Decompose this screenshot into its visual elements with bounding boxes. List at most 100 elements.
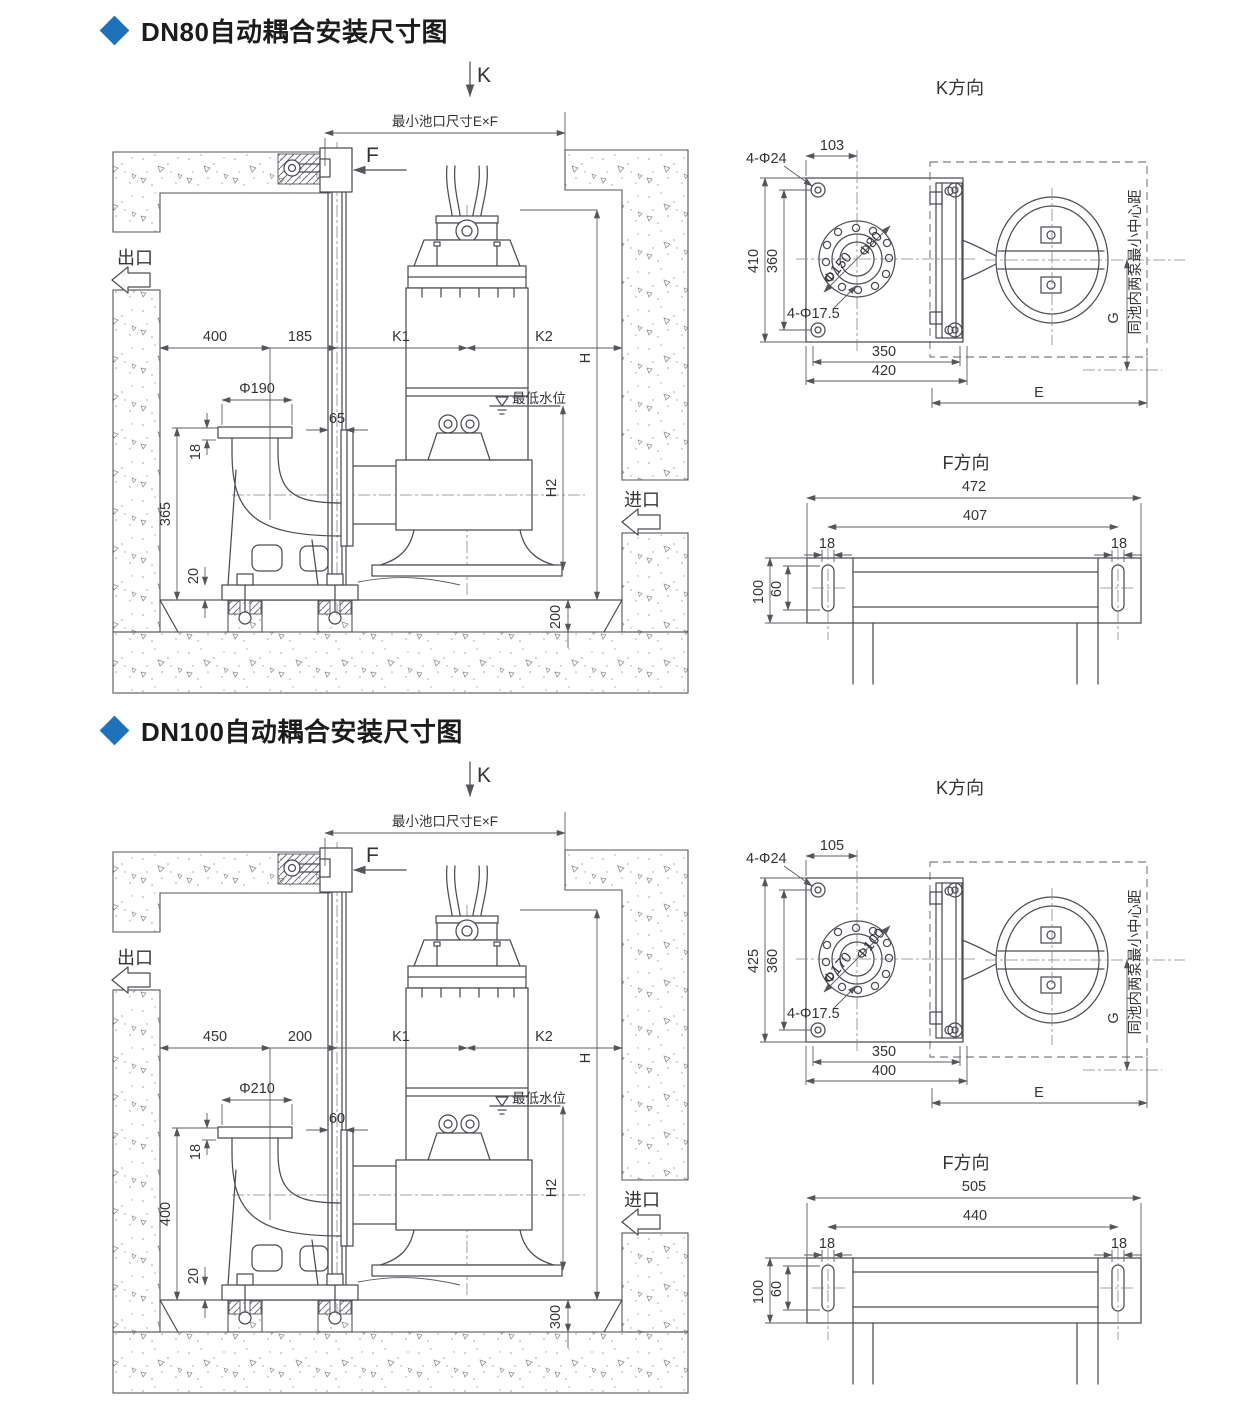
inner-width-dim: 407 — [963, 508, 987, 524]
guide-rail — [283, 842, 353, 1315]
f-direction-view: F方向 — [751, 453, 1142, 685]
anchor-bolt-note: 4-Φ24 — [746, 151, 787, 167]
flange-bolt-note: 4-Φ17.5 — [787, 1006, 840, 1022]
bolt-span-dim: 360 — [765, 949, 781, 973]
section-title-text: DN80自动耦合安装尺寸图 — [141, 17, 448, 47]
dim-k2: K2 — [535, 329, 553, 345]
installation-view: 出口 进口 最低水位 K — [111, 761, 689, 1394]
water-level-label: 最低水位 — [512, 391, 566, 406]
inlet-arrow-icon — [621, 508, 661, 536]
dim-185: 200 — [288, 1029, 312, 1045]
plate-height-dim: 425 — [746, 949, 762, 973]
section-dn80: DN80自动耦合安装尺寸图 — [99, 15, 1185, 694]
pool-dim-label: 最小池口尺寸E×F — [392, 114, 498, 129]
flange-bolt-note: 4-Φ17.5 — [787, 306, 840, 322]
k-view-drawing — [796, 150, 1185, 371]
flange-thk-dim: 18 — [188, 444, 204, 460]
plate-height-dim: 410 — [746, 249, 762, 273]
flange-dia-dim: Φ190 — [239, 381, 275, 397]
outer-width-dim: 472 — [962, 479, 986, 495]
flange-dia-dim: Φ210 — [239, 1081, 275, 1097]
pool-dim-label: 最小池口尺寸E×F — [392, 814, 498, 829]
bar-height-dim: 100 — [751, 1280, 767, 1304]
k-view-drawing — [796, 850, 1185, 1071]
sump-depth-dim: 200 — [548, 605, 564, 629]
inlet-label: 进口 — [624, 490, 660, 510]
f-view-title: F方向 — [943, 1153, 990, 1173]
elbow-height-dim: 400 — [158, 1202, 174, 1226]
dim-e: E — [1034, 385, 1044, 401]
dim-h: H — [578, 1053, 594, 1063]
rail-width-dim: 60 — [329, 1111, 345, 1127]
submersible-pump — [232, 165, 585, 598]
concrete-pit — [112, 849, 689, 1394]
dim-g: G — [1106, 312, 1122, 323]
f-view-dimensions: 472 407 18 18 — [751, 479, 1142, 624]
span-350-dim: 350 — [872, 344, 896, 360]
installation-dimensions: K F 最小池口尺寸E×F 60 — [158, 761, 623, 1348]
k-direction-label: K — [477, 64, 491, 87]
slot-width-left-dim: 18 — [819, 536, 835, 552]
f-direction-view: F方向 — [751, 1153, 1142, 1385]
water-level-marker: 最低水位 — [489, 1091, 566, 1115]
dim-k1: K1 — [392, 1029, 410, 1045]
offset-dim: 105 — [820, 838, 844, 854]
k-direction-label: K — [477, 764, 491, 787]
dim-400: 400 — [203, 329, 227, 345]
installation-dimensions: K F 最小池口尺寸E×F 65 — [158, 61, 623, 648]
elbow-height-dim: 365 — [158, 502, 174, 526]
outer-width-dim: 505 — [962, 1179, 986, 1195]
slot-width-right-dim: 18 — [1111, 1236, 1127, 1252]
dim-k2: K2 — [535, 1029, 553, 1045]
slot-width-right-dim: 18 — [1111, 536, 1127, 552]
section-drawing: 出口 进口 最低水位 K — [111, 761, 1185, 1394]
outlet-arrow-icon — [111, 966, 151, 994]
dim-h: H — [578, 353, 594, 363]
f-view-title: F方向 — [943, 453, 990, 473]
base-thk-dim: 20 — [186, 568, 202, 584]
sump-depth-dim: 300 — [548, 1305, 564, 1329]
anchor-bolt-note: 4-Φ24 — [746, 851, 787, 867]
slot-length-dim: 60 — [769, 1281, 785, 1297]
submersible-pump — [232, 865, 585, 1298]
flange-outer-dia: Φ170 — [820, 950, 855, 988]
k-view-title: K方向 — [936, 778, 984, 798]
dim-h2: H2 — [544, 479, 560, 498]
outlet-label: 出口 — [117, 948, 153, 968]
bar-height-dim: 100 — [751, 580, 767, 604]
k-view-title: K方向 — [936, 78, 984, 98]
discharge-elbow — [217, 1126, 461, 1325]
slot-length-dim: 60 — [769, 581, 785, 597]
water-level-symbol-icon — [495, 1096, 509, 1107]
inlet-label: 进口 — [624, 1190, 660, 1210]
k-view-dimensions: 4-Φ24 103 410 360 Φ150 — [746, 138, 1148, 408]
pump-center-note: 同池内两泵最小中心距 — [1127, 890, 1144, 1035]
section-drawing: 出口 进口 最低水位 K — [111, 61, 1185, 694]
base-thk-dim: 20 — [186, 1268, 202, 1284]
dim-g: G — [1106, 1012, 1122, 1023]
inlet-arrow-icon — [621, 1208, 661, 1236]
dim-h2: H2 — [544, 1179, 560, 1198]
span-420-dim: 420 — [872, 363, 896, 379]
f-direction-label: F — [366, 144, 379, 167]
dim-e: E — [1034, 1085, 1044, 1101]
flange-thk-dim: 18 — [188, 1144, 204, 1160]
dim-k1: K1 — [392, 329, 410, 345]
concrete-pit — [112, 149, 689, 694]
flange-outer-dia: Φ150 — [820, 250, 855, 288]
outlet-label: 出口 — [117, 248, 153, 268]
section-title-text: DN100自动耦合安装尺寸图 — [141, 717, 463, 747]
section-dn100: DN100自动耦合安装尺寸图 — [0, 700, 1258, 1402]
f-view-dimensions: 505 440 18 18 — [751, 1179, 1142, 1324]
span-420-dim: 400 — [872, 1063, 896, 1079]
water-level-marker: 最低水位 — [489, 391, 566, 415]
span-350-dim: 350 — [872, 1044, 896, 1060]
installation-view: 出口 进口 最低水位 K — [111, 61, 689, 694]
f-view-drawing — [806, 1248, 1142, 1385]
pump-center-note: 同池内两泵最小中心距 — [1127, 190, 1144, 335]
water-level-label: 最低水位 — [512, 1091, 566, 1106]
dim-400: 450 — [203, 1029, 227, 1045]
flow-annotations: 出口 进口 — [111, 248, 661, 536]
f-view-drawing — [806, 548, 1142, 685]
outlet-arrow-icon — [111, 266, 151, 294]
